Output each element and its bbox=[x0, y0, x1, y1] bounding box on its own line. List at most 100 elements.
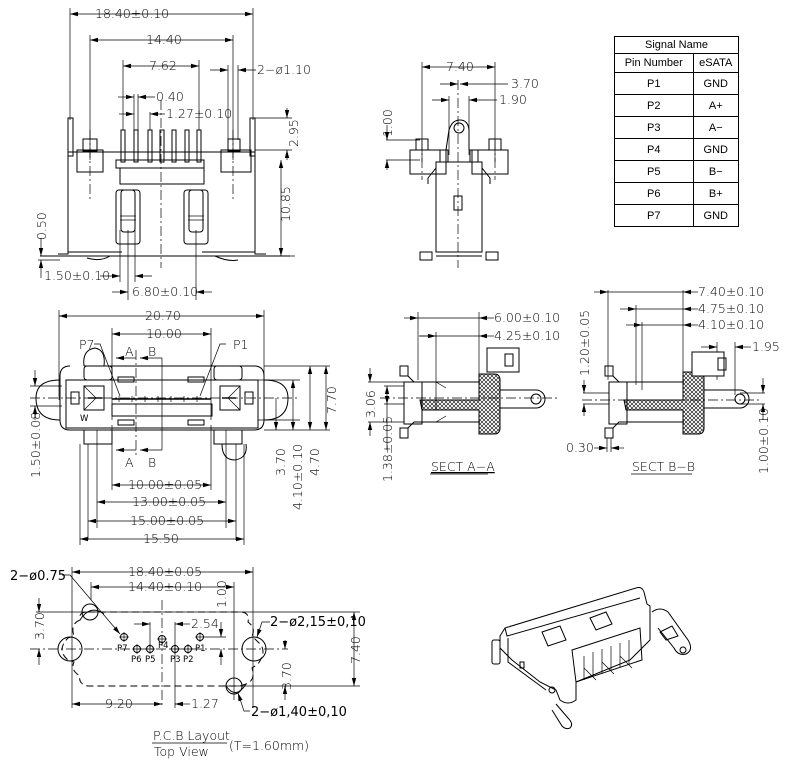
section-mark-b-bottom: B bbox=[148, 455, 156, 470]
dim-sect-a-h: 3.06 bbox=[363, 390, 378, 418]
dim-pcb-pin-off: 1.27 bbox=[191, 696, 219, 711]
pin-cell: P1 bbox=[614, 72, 694, 95]
dim-front-pin-row: 1.50±0.10 bbox=[44, 268, 110, 283]
sect-a-caption: SECT A−A bbox=[431, 459, 495, 474]
dim-front-posts: 14.40 bbox=[146, 32, 182, 47]
dim-sect-b-3: 4.10±0.10 bbox=[698, 317, 764, 332]
signal-cell: GND bbox=[692, 138, 740, 161]
pcb-layout-view: P7 P6 P5 P4 P3 P2 P1 2−ø0.75 18. bbox=[10, 564, 366, 759]
dim-face-h-total: 7.70 bbox=[324, 386, 339, 414]
dim-side-tab: 1.90 bbox=[499, 92, 527, 107]
dim-face-shell: 15.50 bbox=[143, 531, 179, 546]
pin-cell: P2 bbox=[614, 94, 694, 117]
side-view: 7.40 3.70 1.90 1.00 bbox=[380, 59, 539, 268]
dim-face-overall: 20.70 bbox=[145, 308, 181, 323]
dim-sect-b-t: 0.30 bbox=[566, 440, 594, 455]
dim-side-post: 1.00 bbox=[380, 109, 395, 137]
pcb-pin-label: P7 bbox=[117, 644, 128, 654]
signal-table-col-pin: Pin Number bbox=[614, 53, 694, 73]
signal-cell: GND bbox=[692, 204, 740, 227]
label-w: W bbox=[80, 414, 89, 424]
dim-front-height: 10.85 bbox=[278, 186, 293, 222]
pcb-pin-label: P5 bbox=[145, 655, 156, 665]
dim-side-width: 7.40 bbox=[446, 59, 474, 74]
dim-sect-b-2: 4.75±0.10 bbox=[698, 301, 764, 316]
face-contacts bbox=[118, 396, 198, 402]
dim-sect-b-v2: 1.00±0.10 bbox=[756, 408, 771, 474]
signal-table-col-signal: eSATA bbox=[692, 53, 740, 73]
dim-face-h2: 4.10±0.10 bbox=[290, 444, 305, 510]
signal-cell: B+ bbox=[692, 182, 740, 205]
dim-sect-a-1: 6.00±0.10 bbox=[494, 310, 560, 325]
sect-b-caption: SECT B−B bbox=[632, 459, 695, 474]
table-row: P4 GND bbox=[614, 138, 740, 161]
section-a-view: 6.00±0.10 4.25±0.10 3.06 1.38±0.05 SECT … bbox=[363, 310, 560, 482]
dim-sect-b-1: 7.40±0.10 bbox=[698, 284, 764, 299]
dim-front-post-dia: 2−ø1.10 bbox=[257, 62, 311, 77]
signal-cell: A+ bbox=[692, 94, 740, 117]
dim-face-inner: 13.00±0.05 bbox=[132, 494, 206, 509]
dim-sect-b-v1: 1.20±0.05 bbox=[577, 310, 592, 376]
pcb-pin-label: P2 bbox=[183, 655, 194, 665]
section-b-view: 7.40±0.10 4.75±0.10 4.10±0.10 1.95 1.20±… bbox=[566, 284, 780, 475]
dim-face-h1: 3.70 bbox=[273, 448, 288, 476]
signal-cell: A− bbox=[692, 116, 740, 139]
dim-sect-a-2: 4.25±0.10 bbox=[494, 328, 560, 343]
pin-cell: P5 bbox=[614, 160, 694, 183]
table-row: P2 A+ bbox=[614, 94, 740, 117]
dim-face-tongue: 10.00±0.05 bbox=[128, 477, 202, 492]
dim-pcb-x: 9.20 bbox=[105, 696, 133, 711]
dim-front-pin-width: 0.40 bbox=[156, 89, 184, 104]
dim-sect-a-v: 1.38±0.05 bbox=[380, 416, 395, 482]
dim-pcb-pitch: 2.54 bbox=[191, 616, 219, 631]
dim-front-pins: 7.62 bbox=[149, 58, 177, 73]
table-row: P1 GND bbox=[614, 72, 740, 95]
table-row: P6 B+ bbox=[614, 182, 740, 205]
dim-pcb-overall: 18.40±0.05 bbox=[128, 564, 202, 579]
pcb-pin-label: P1 bbox=[195, 644, 206, 654]
pin-cell: P3 bbox=[614, 116, 694, 139]
table-row: P7 GND bbox=[614, 204, 740, 227]
iso-pins bbox=[583, 640, 633, 681]
dim-side-half: 3.70 bbox=[511, 76, 539, 91]
isometric-view bbox=[491, 587, 692, 730]
section-mark-a-bottom: A bbox=[125, 455, 134, 470]
pin-cell: P7 bbox=[614, 204, 694, 227]
dim-face-body: 15.00±0.05 bbox=[130, 513, 204, 528]
pcb-caption-top: P.C.B Layout bbox=[153, 728, 230, 743]
signal-cell: GND bbox=[692, 72, 740, 95]
signal-cell: B− bbox=[692, 160, 740, 183]
front-pins bbox=[120, 129, 202, 163]
dim-pcb-mount-hole: 2−ø2,15±0,10 bbox=[270, 615, 366, 630]
dim-face-opening: 10.00 bbox=[146, 326, 182, 341]
dim-pcb-right-h: 3.70 bbox=[279, 662, 294, 690]
dim-pcb-posts: 14.40±0.10 bbox=[128, 579, 202, 594]
section-mark-a-top: A bbox=[125, 344, 134, 359]
front-view: 18.40±0.10 14.40 7.62 2−ø1.10 0.40 1.27±… bbox=[34, 6, 311, 300]
signal-table-title: Signal Name bbox=[614, 36, 739, 54]
table-row: P3 A− bbox=[614, 116, 740, 139]
dim-front-spring: 6.80±0.10 bbox=[132, 284, 198, 299]
pcb-caption-note: (T=1.60mm) bbox=[229, 738, 309, 753]
signal-table: Signal Name Pin Number eSATA P1 GND P2 A… bbox=[614, 36, 740, 227]
section-mark-b-top: B bbox=[148, 344, 156, 359]
dim-pcb-left-h: 3.70 bbox=[32, 612, 47, 640]
label-p1: P1 bbox=[233, 337, 249, 352]
pcb-caption-bottom: Top View bbox=[154, 744, 209, 759]
dim-front-pitch: 1.27±0.10 bbox=[166, 106, 232, 121]
pcb-pin-label: P4 bbox=[158, 641, 169, 651]
dim-front-overall: 18.40±0.10 bbox=[95, 6, 169, 21]
dim-sect-b-4: 1.95 bbox=[752, 339, 780, 354]
pin-cell: P6 bbox=[614, 182, 694, 205]
pcb-pin-label: P6 bbox=[131, 655, 142, 665]
table-row: P5 B− bbox=[614, 160, 740, 183]
dim-pcb-pin-hole: 2−ø0.75 bbox=[10, 569, 66, 584]
dim-pcb-post-hole: 2−ø1,40±0,10 bbox=[251, 705, 347, 720]
label-p7: P7 bbox=[79, 337, 95, 352]
dim-face-h3: 4.70 bbox=[307, 448, 322, 476]
dim-pcb-total-h: 7.40 bbox=[348, 636, 363, 664]
dim-face-left: 1.50±0.08 bbox=[28, 412, 43, 478]
face-view: 20.70 10.00 P7 P1 A B A B W 10.00±0.05 1… bbox=[28, 308, 339, 546]
dim-front-post-height: 2.95 bbox=[286, 119, 301, 147]
